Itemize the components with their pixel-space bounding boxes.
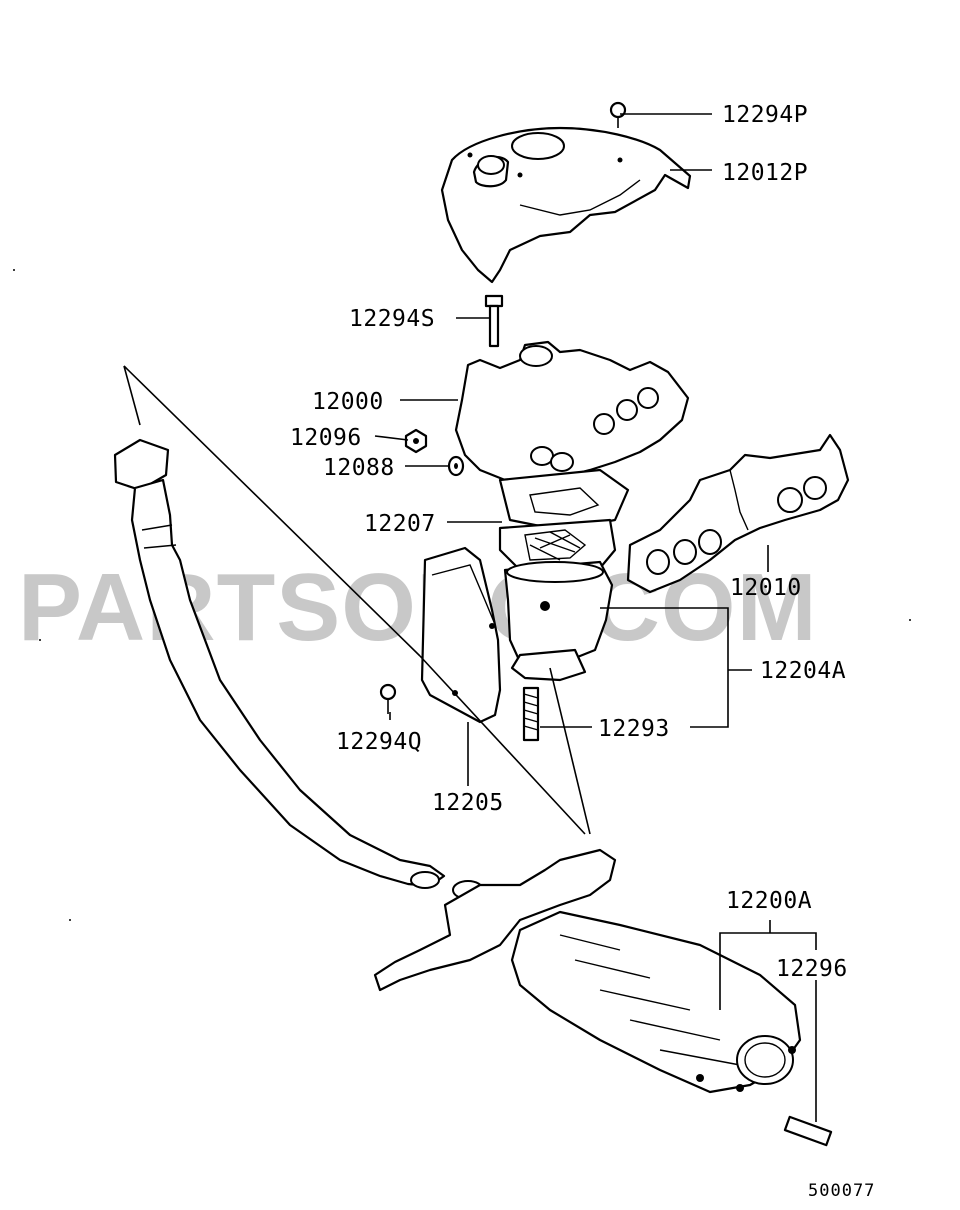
- label-12207[interactable]: 12207: [364, 511, 436, 537]
- stud-12296[interactable]: [783, 1115, 833, 1147]
- stud-12293[interactable]: [522, 686, 540, 742]
- label-12096[interactable]: 12096: [290, 425, 362, 451]
- exhaust-manifold[interactable]: [454, 340, 690, 532]
- label-12010[interactable]: 12010: [730, 575, 802, 601]
- front-exhaust-pipe[interactable]: [113, 438, 484, 900]
- nut-12096[interactable]: [404, 428, 428, 454]
- label-12294S[interactable]: 12294S: [349, 306, 435, 332]
- bolt-12294P[interactable]: [609, 101, 627, 128]
- leader-lines: [123, 113, 817, 1122]
- label-12205[interactable]: 12205: [432, 790, 504, 816]
- label-12000[interactable]: 12000: [312, 389, 384, 415]
- label-12012P[interactable]: 12012P: [722, 160, 808, 186]
- gasket-12010[interactable]: [626, 433, 850, 594]
- label-12296[interactable]: 12296: [776, 956, 848, 982]
- label-12294P[interactable]: 12294P: [722, 102, 808, 128]
- label-12293[interactable]: 12293: [598, 716, 670, 742]
- catalytic-converter-upper[interactable]: [503, 560, 614, 682]
- heat-protector-upper[interactable]: [440, 126, 692, 284]
- catalytic-converter-main[interactable]: [373, 848, 802, 1094]
- label-12204A[interactable]: 12204A: [760, 658, 846, 684]
- bolt-12294S[interactable]: [484, 294, 504, 348]
- scan-specks: [13, 269, 911, 921]
- gasket-12207[interactable]: [498, 518, 617, 572]
- label-12088[interactable]: 12088: [323, 455, 395, 481]
- diagram-id: 500077: [808, 1181, 875, 1201]
- label-12294Q[interactable]: 12294Q: [336, 729, 422, 755]
- bolt-12294Q[interactable]: [379, 683, 397, 714]
- part-labels: 12294P 12012P 12294S 12000 12096 12088 1…: [290, 102, 848, 982]
- label-12200A[interactable]: 12200A: [726, 888, 812, 914]
- washer-12088[interactable]: [447, 455, 465, 477]
